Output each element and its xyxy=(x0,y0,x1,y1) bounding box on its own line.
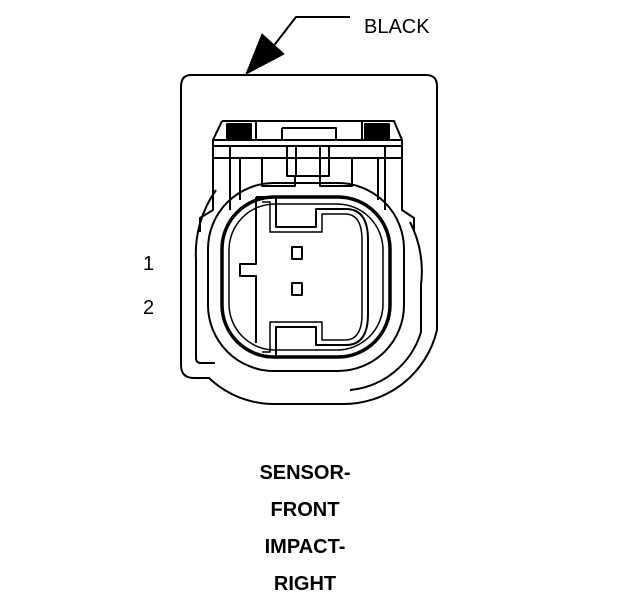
pin-2-label: 2 xyxy=(143,297,155,319)
housing-inner-line-right xyxy=(349,221,423,391)
component-name-line-1: SENSOR- xyxy=(259,462,351,484)
connector-color-label: BLACK xyxy=(364,16,430,38)
housing-inner-line xyxy=(194,189,217,364)
component-name-line-2: FRONT xyxy=(270,499,340,521)
locking-tab xyxy=(199,120,415,232)
connector-housing xyxy=(180,74,438,406)
mating-face xyxy=(220,195,392,359)
pin-2-terminal xyxy=(291,282,303,296)
component-name-line-3: IMPACT- xyxy=(264,536,346,558)
color-leader-arrow xyxy=(245,16,350,75)
pin-1-label: 1 xyxy=(143,253,155,275)
pin-1-terminal xyxy=(291,246,303,260)
component-name-line-4: RIGHT xyxy=(273,573,337,595)
terminal-cavity xyxy=(239,196,369,357)
mating-face-outer xyxy=(207,182,405,372)
